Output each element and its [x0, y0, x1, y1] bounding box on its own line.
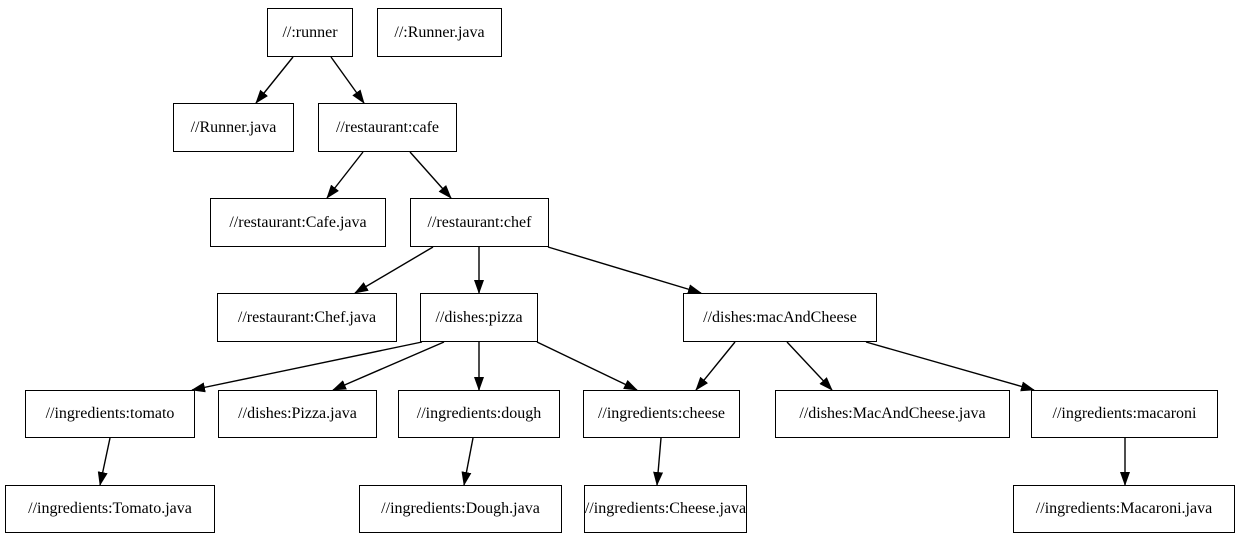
edge-cafe-to-chef: [409, 151, 452, 199]
graph-node-macaroni-java: //ingredients:Macaroni.java: [1013, 485, 1235, 533]
graph-node-cheese: //ingredients:cheese: [583, 390, 740, 438]
graph-node-runner-java-root: //:Runner.java: [377, 8, 502, 57]
graph-node-mac-and-cheese: //dishes:macAndCheese: [683, 293, 877, 342]
graph-node-pizza-java: //dishes:Pizza.java: [218, 390, 377, 438]
edge-mac-and-cheese-to-cheese: [695, 341, 736, 391]
graph-node-dough: //ingredients:dough: [398, 390, 560, 438]
graph-node-tomato: //ingredients:tomato: [25, 390, 195, 438]
edge-runner-to-runner-java: [255, 56, 294, 104]
edge-mac-and-cheese-to-macaroni: [865, 341, 1035, 392]
graph-node-chef-java: //restaurant:Chef.java: [217, 293, 397, 342]
edge-pizza-to-pizza-java: [332, 341, 445, 391]
graph-node-cafe-java: //restaurant:Cafe.java: [210, 198, 386, 247]
edge-chef-to-mac-and-cheese: [547, 246, 702, 295]
edge-cheese-to-cheese-java: [653, 437, 664, 486]
graph-node-tomato-java: //ingredients:Tomato.java: [5, 485, 215, 533]
edge-tomato-to-tomato-java: [97, 437, 111, 486]
graph-node-cheese-java: //ingredients:Cheese.java: [584, 485, 747, 533]
edge-cafe-to-cafe-java: [326, 151, 364, 199]
graph-node-runner-java: //Runner.java: [173, 103, 294, 152]
graph-node-mac-and-cheese-java: //dishes:MacAndCheese.java: [775, 390, 1010, 438]
edge-chef-to-chef-java: [354, 246, 434, 294]
graph-node-cafe: //restaurant:cafe: [318, 103, 457, 152]
edge-mac-and-cheese-to-mac-and-cheese-java: [786, 341, 833, 391]
edge-pizza-to-tomato: [191, 341, 423, 393]
graph-node-macaroni: //ingredients:macaroni: [1031, 390, 1218, 438]
graph-node-dough-java: //ingredients:Dough.java: [359, 485, 562, 533]
graph-node-pizza: //dishes:pizza: [420, 293, 538, 342]
graph-node-runner: //:runner: [267, 8, 353, 57]
edge-runner-to-cafe: [330, 56, 365, 104]
edge-dough-to-dough-java: [461, 437, 474, 486]
graph-node-chef: //restaurant:chef: [410, 198, 549, 247]
edge-pizza-to-cheese: [536, 341, 638, 391]
